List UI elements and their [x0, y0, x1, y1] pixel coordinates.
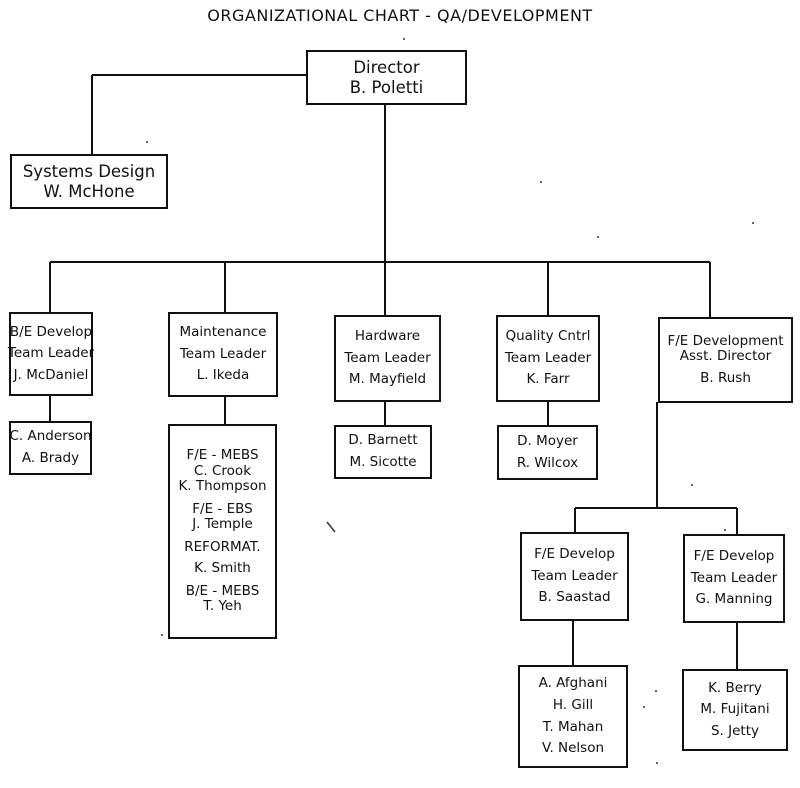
group-heading: REFORMAT.: [184, 538, 261, 555]
member-name: J. Temple: [192, 516, 253, 533]
systems-design-box: Systems Design W. McHone: [10, 154, 168, 209]
fe-saastad-members-box: A. Afghani H. Gill T. Mahan V. Nelson: [518, 665, 628, 768]
member-name: A. Brady: [21, 450, 80, 466]
quality-control-members-box: D. Moyer R. Wilcox: [497, 425, 598, 480]
scan-speck: [146, 141, 148, 143]
member-name: A. Afghani: [538, 675, 608, 692]
member-name: K. Berry: [708, 679, 762, 696]
director-role: Director: [353, 57, 420, 77]
member-name: S. Jetty: [710, 722, 759, 739]
hardware-members-box: D. Barnett M. Sicotte: [334, 425, 432, 479]
maintenance-subtitle: Team Leader: [179, 345, 267, 362]
member-name: T. Mahan: [542, 718, 604, 735]
hardware-title: Hardware: [354, 328, 421, 345]
maintenance-leader-box: Maintenance Team Leader L. Ikeda: [168, 312, 278, 397]
member-name: R. Wilcox: [516, 454, 579, 471]
director-box: Director B. Poletti: [306, 50, 467, 105]
fe-manning-leader-name: G. Manning: [695, 591, 773, 608]
fe-saastad-leader-box: F/E Develop Team Leader B. Saastad: [520, 532, 629, 621]
chart-title: ORGANIZATIONAL CHART - QA/DEVELOPMENT: [207, 6, 593, 25]
maintenance-title: Maintenance: [179, 324, 267, 341]
fe-development-name: B. Rush: [700, 369, 751, 386]
member-name: M. Fujitani: [700, 701, 770, 718]
fe-saastad-subtitle: Team Leader: [531, 567, 618, 584]
scan-speck: [655, 690, 657, 692]
group-heading: F/E - MEBS: [186, 447, 259, 464]
scan-speck: [752, 222, 754, 224]
scan-speck: [403, 38, 405, 40]
fe-development-subtitle: Asst. Director: [679, 348, 772, 365]
be-develop-subtitle: Team Leader: [7, 345, 95, 362]
be-develop-members-box: C. Anderson A. Brady: [9, 421, 92, 475]
fe-saastad-leader-name: B. Saastad: [538, 589, 611, 606]
member-name: K. Smith: [194, 560, 251, 577]
be-develop-title: B/E Develop: [9, 323, 93, 340]
be-develop-leader-name: J. McDaniel: [13, 366, 89, 383]
group-heading: B/E - MEBS: [185, 582, 260, 599]
scan-speck: [691, 484, 693, 486]
hardware-leader-box: Hardware Team Leader M. Mayfield: [334, 315, 441, 402]
systems-design-role: Systems Design: [22, 161, 156, 181]
member-name: C. Anderson: [9, 428, 92, 445]
maintenance-leader-name: L. Ikeda: [196, 367, 250, 384]
fe-manning-title: F/E Develop: [693, 548, 775, 565]
scan-speck: [724, 529, 726, 531]
fe-manning-leader-box: F/E Develop Team Leader G. Manning: [683, 534, 785, 623]
scan-speck: [643, 706, 645, 708]
quality-control-leader-name: K. Farr: [526, 371, 570, 388]
member-name: C. Crook: [193, 462, 252, 479]
member-name: M. Sicotte: [349, 454, 417, 470]
scan-speck: [656, 762, 658, 764]
quality-control-title: Quality Cntrl: [505, 328, 591, 345]
member-name: T. Yeh: [203, 598, 242, 615]
quality-control-leader-box: Quality Cntrl Team Leader K. Farr: [496, 315, 600, 402]
director-name: B. Poletti: [349, 77, 424, 97]
hardware-subtitle: Team Leader: [344, 349, 431, 366]
maintenance-members-box: F/E - MEBS C. Crook K. Thompson F/E - EB…: [168, 424, 277, 639]
member-name: V. Nelson: [541, 740, 605, 757]
group-heading: F/E - EBS: [192, 500, 253, 517]
hardware-leader-name: M. Mayfield: [348, 371, 427, 388]
scan-speck: [540, 181, 542, 183]
fe-saastad-title: F/E Develop: [534, 546, 615, 563]
fe-manning-subtitle: Team Leader: [690, 569, 778, 586]
quality-control-subtitle: Team Leader: [504, 349, 592, 366]
systems-design-name: W. McHone: [43, 181, 135, 201]
member-name: D. Barnett: [348, 432, 418, 449]
member-name: D. Moyer: [517, 432, 578, 449]
member-name: K. Thompson: [178, 478, 267, 495]
fe-manning-members-box: K. Berry M. Fujitani S. Jetty: [682, 669, 788, 751]
be-develop-leader-box: B/E Develop Team Leader J. McDaniel: [7, 312, 95, 396]
fe-development-title: F/E Development: [667, 332, 784, 349]
member-name: H. Gill: [552, 696, 594, 713]
scan-mark: [326, 521, 336, 533]
fe-development-box: F/E Development Asst. Director B. Rush: [658, 317, 793, 403]
scan-speck: [597, 236, 599, 238]
scan-speck: [161, 634, 163, 636]
